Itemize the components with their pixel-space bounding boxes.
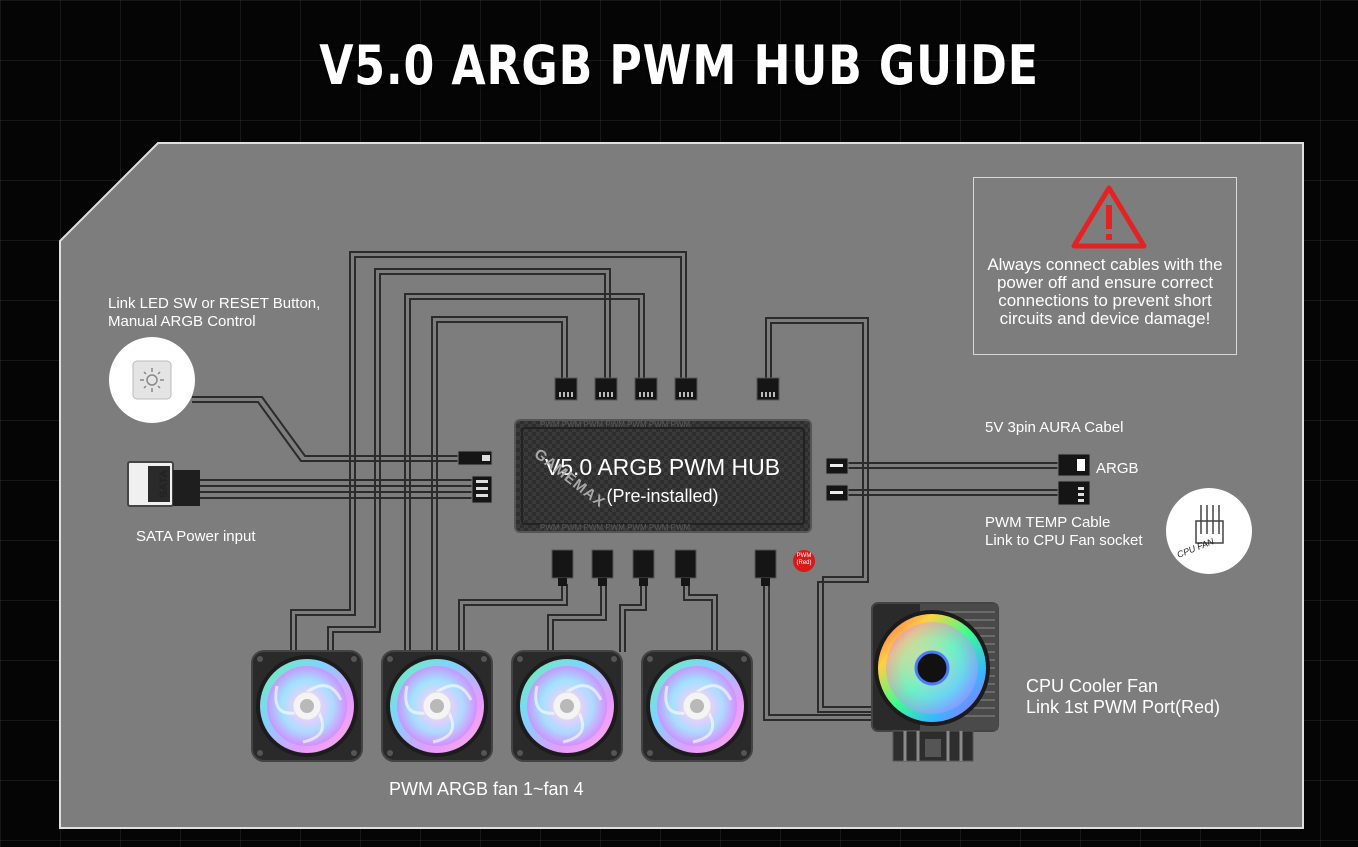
hub-subtitle: (Pre-installed): [606, 486, 719, 506]
cpu-cooler-wires: [763, 317, 880, 721]
svg-text:PWM PWM PWM PWM PWM: PWM PWM PWM PWM PWM PWM PWM: [540, 420, 691, 429]
cpu-cooler: [871, 602, 999, 762]
cpu-fan-socket-icon: [1166, 488, 1252, 574]
bottom-fan-wires: [458, 584, 718, 652]
warning-triangle-icon: [1071, 185, 1147, 249]
top-fan-wires: [290, 251, 687, 652]
argb-fan-1: [250, 649, 364, 763]
hub-side-ports: [457, 450, 849, 504]
pwm-red-tag: PWM (Red): [796, 553, 812, 566]
warning-text: Always connect cables with the power off…: [987, 255, 1223, 328]
sata-label: SATA Power input: [136, 528, 256, 545]
pwm-temp-label: PWM TEMP Cable Link to CPU Fan socket: [985, 514, 1143, 549]
argb-label: ARGB: [1096, 460, 1139, 477]
aura-cable-label: 5V 3pin AURA Cabel: [985, 419, 1124, 436]
cpu-cooler-label: CPU Cooler Fan Link 1st PWM Port(Red): [1026, 676, 1221, 717]
hub-body: PWM PWM PWM PWM PWM PWM PWM PWM PWM PWM …: [514, 419, 812, 533]
led-switch-label: Link LED SW or RESET Button, Manual ARGB…: [108, 295, 321, 330]
right-connectors: [1057, 453, 1091, 506]
argb-fan-4: [640, 649, 754, 763]
argb-fan-3: [510, 649, 624, 763]
pwm-red-indicator: [793, 550, 815, 572]
fans-label: PWM ARGB fan 1~fan 4: [389, 779, 584, 799]
svg-text:PWM PWM PWM PWM PWM: PWM PWM PWM PWM PWM PWM PWM: [540, 523, 691, 532]
hub-name: V5.0 ARGB PWM HUB: [544, 454, 781, 480]
sata-tag: SATA: [158, 469, 171, 499]
led-switch-button: [109, 337, 195, 423]
side-wires: [192, 396, 1058, 499]
warning-box: Always connect cables with the power off…: [973, 177, 1237, 355]
argb-fan-2: [380, 649, 494, 763]
sata-connector: [127, 461, 200, 507]
page-title: V5.0 ARGB PWM HUB GUIDE: [319, 34, 1039, 97]
